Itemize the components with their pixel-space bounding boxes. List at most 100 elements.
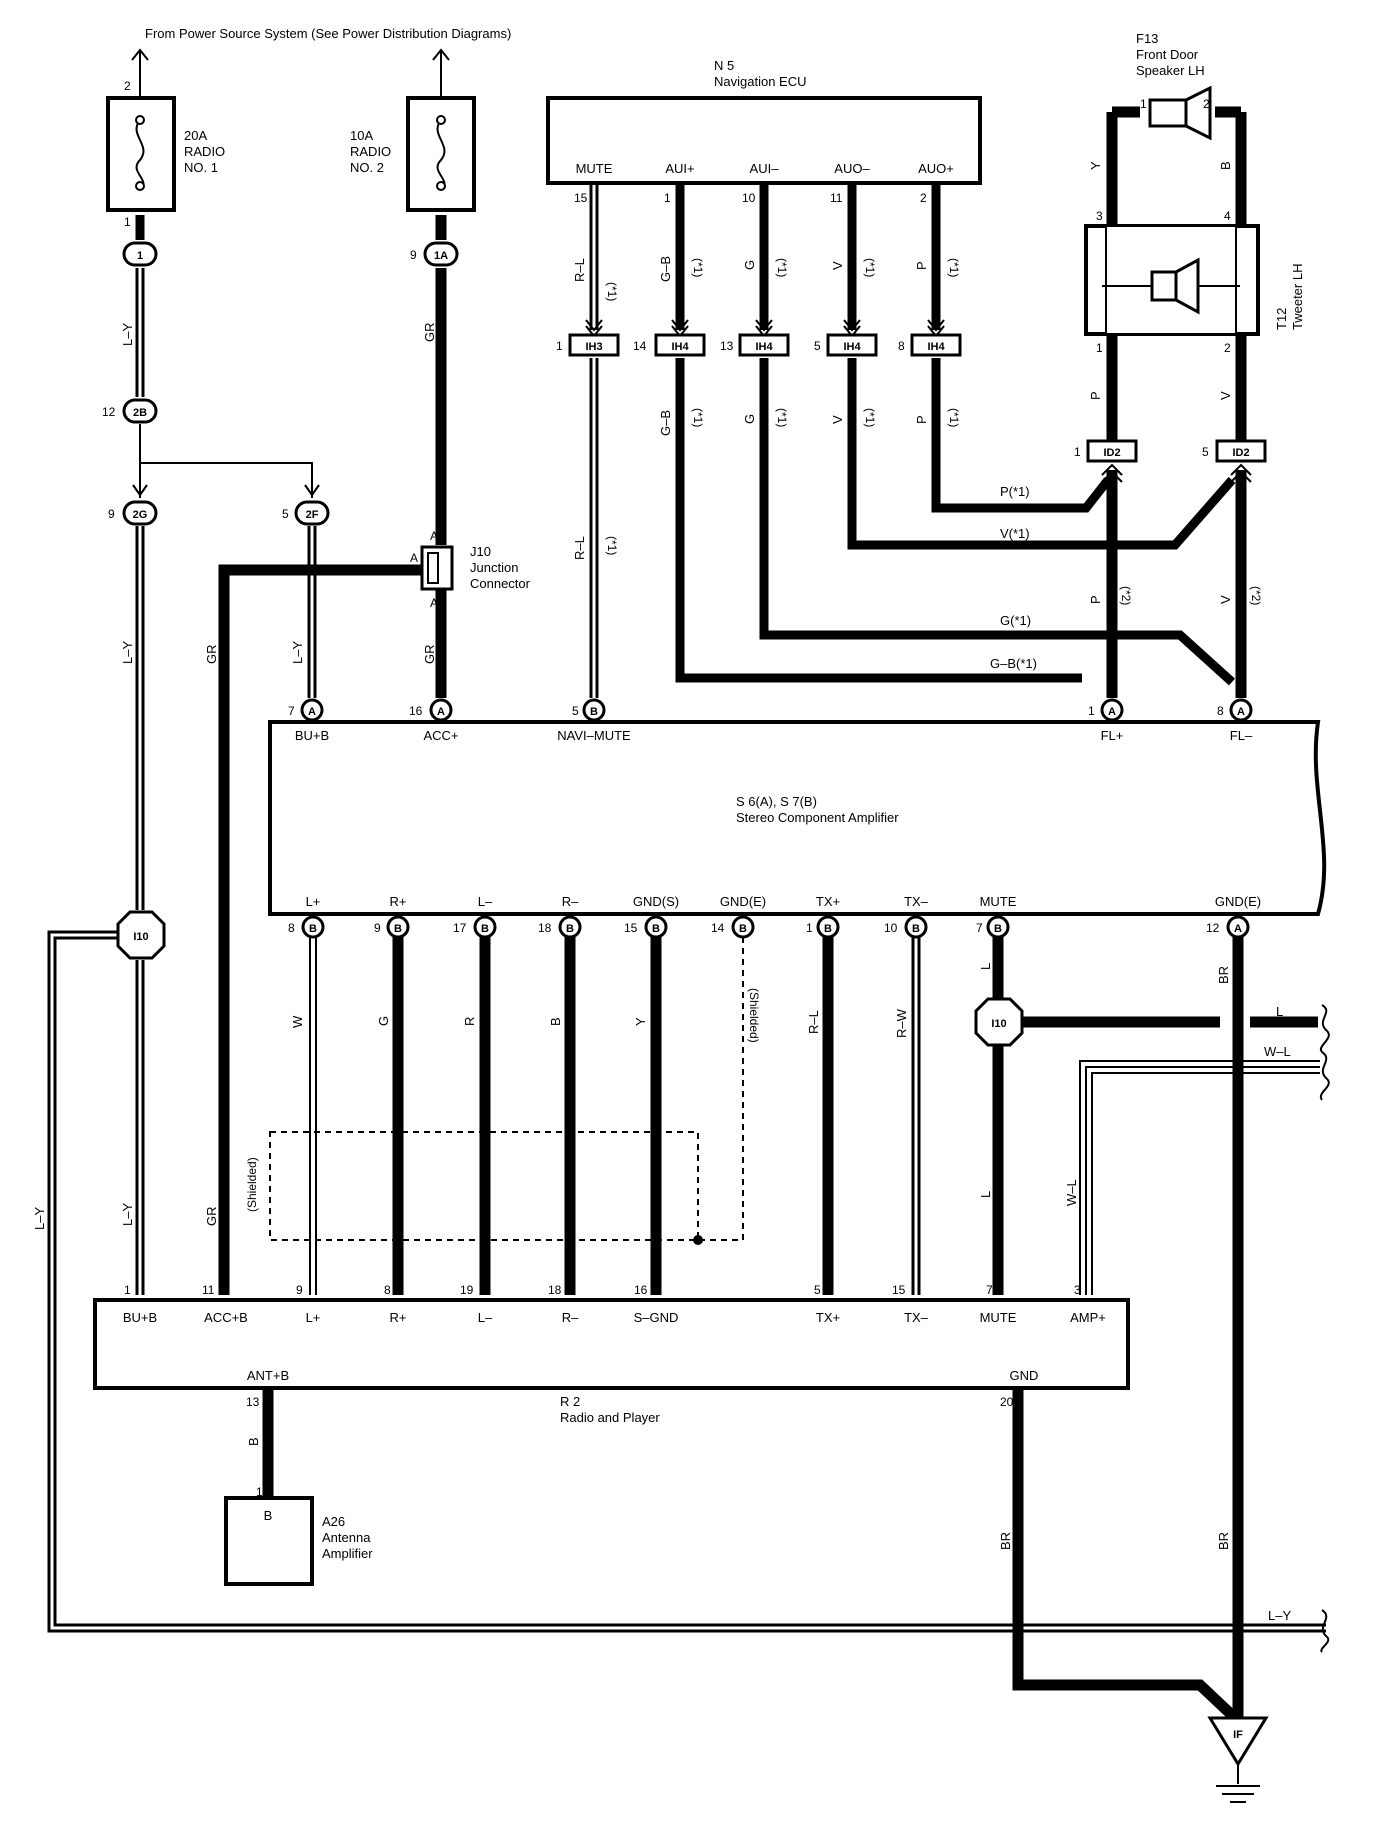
svg-text:B: B bbox=[824, 923, 832, 935]
svg-text:GR: GR bbox=[422, 323, 437, 343]
svg-text:L–: L– bbox=[478, 894, 493, 909]
svg-text:8: 8 bbox=[288, 921, 295, 935]
terminal-r-minus: B 18 bbox=[538, 915, 582, 939]
svg-text:1: 1 bbox=[137, 250, 143, 262]
svg-text:GND(S): GND(S) bbox=[633, 894, 679, 909]
svg-text:ACC+: ACC+ bbox=[423, 728, 458, 743]
svg-text:R 2: R 2 bbox=[560, 1394, 580, 1409]
svg-text:I10: I10 bbox=[991, 1018, 1006, 1030]
svg-text:G: G bbox=[742, 414, 757, 424]
fuse2-line3: NO. 2 bbox=[350, 160, 384, 175]
fuse2-line2: RADIO bbox=[350, 144, 391, 159]
svg-text:A: A bbox=[1237, 706, 1245, 718]
terminal-fl-minus: A8 bbox=[1217, 698, 1253, 722]
svg-text:Amplifier: Amplifier bbox=[322, 1546, 373, 1561]
svg-text:B: B bbox=[1218, 161, 1233, 170]
svg-text:NAVI–MUTE: NAVI–MUTE bbox=[557, 728, 631, 743]
svg-text:B: B bbox=[912, 923, 920, 935]
svg-text:GR: GR bbox=[204, 1207, 219, 1227]
wires bbox=[47, 48, 1326, 1723]
svg-text:A: A bbox=[308, 706, 316, 718]
svg-text:V: V bbox=[830, 415, 845, 424]
svg-text:12: 12 bbox=[1206, 921, 1220, 935]
svg-text:B: B bbox=[994, 923, 1002, 935]
stereo-component-amplifier: S 6(A), S 7(B) Stereo Component Amplifie… bbox=[268, 720, 1327, 916]
svg-text:FL–: FL– bbox=[1230, 728, 1253, 743]
junction-i10-right: I10 bbox=[974, 997, 1024, 1047]
svg-text:R+: R+ bbox=[390, 894, 407, 909]
svg-text:IF: IF bbox=[1233, 1729, 1243, 1741]
svg-text:AMP+: AMP+ bbox=[1070, 1310, 1106, 1325]
connector-1a: 1A9 bbox=[410, 241, 459, 267]
svg-text:Tweeter LH: Tweeter LH bbox=[1290, 264, 1305, 330]
svg-text:18: 18 bbox=[538, 921, 552, 935]
svg-text:1: 1 bbox=[1074, 445, 1081, 459]
svg-text:1: 1 bbox=[256, 1485, 263, 1499]
svg-text:L–Y: L–Y bbox=[120, 641, 135, 664]
fuse1-pin-in: 2 bbox=[124, 79, 131, 93]
svg-text:L–Y: L–Y bbox=[290, 641, 305, 664]
svg-text:FL+: FL+ bbox=[1101, 728, 1124, 743]
svg-text:A: A bbox=[437, 706, 445, 718]
svg-text:P: P bbox=[1088, 595, 1103, 604]
svg-text:W: W bbox=[290, 1015, 305, 1028]
svg-text:Stereo Component Amplifier: Stereo Component Amplifier bbox=[736, 810, 899, 825]
svg-text:V: V bbox=[830, 261, 845, 270]
fuse1-line1: 20A bbox=[184, 128, 207, 143]
svg-text:A: A bbox=[1108, 706, 1116, 718]
svg-text:BU+B: BU+B bbox=[123, 1310, 157, 1325]
svg-text:B: B bbox=[566, 923, 574, 935]
svg-text:1: 1 bbox=[1096, 341, 1103, 355]
svg-text:3: 3 bbox=[1074, 1283, 1081, 1297]
svg-text:GND(E): GND(E) bbox=[720, 894, 766, 909]
tweeter-lh: 3 4 1 2 T12 Tweeter LH bbox=[1084, 209, 1305, 355]
svg-text:(Shielded): (Shielded) bbox=[747, 988, 761, 1043]
svg-text:14: 14 bbox=[711, 921, 725, 935]
svg-text:TX–: TX– bbox=[904, 1310, 929, 1325]
svg-text:B: B bbox=[309, 923, 317, 935]
svg-text:A: A bbox=[1234, 923, 1242, 935]
svg-text:MUTE: MUTE bbox=[980, 1310, 1017, 1325]
svg-text:5: 5 bbox=[814, 339, 821, 353]
svg-text:(*2): (*2) bbox=[1119, 586, 1133, 605]
svg-text:Connector: Connector bbox=[470, 576, 531, 591]
svg-text:Y: Y bbox=[633, 1017, 648, 1026]
terminal-fl-plus: A1 bbox=[1088, 698, 1124, 722]
svg-text:L+: L+ bbox=[306, 1310, 321, 1325]
svg-text:(*2): (*2) bbox=[1249, 586, 1263, 605]
svg-text:Radio and Player: Radio and Player bbox=[560, 1410, 660, 1425]
svg-text:7: 7 bbox=[288, 704, 295, 718]
offpage-break-symbols bbox=[1319, 1004, 1330, 1653]
svg-text:G(*1): G(*1) bbox=[1000, 613, 1031, 628]
svg-text:I10: I10 bbox=[133, 931, 148, 943]
svg-text:2F: 2F bbox=[306, 509, 319, 521]
svg-text:(*1): (*1) bbox=[775, 408, 789, 427]
svg-text:5: 5 bbox=[572, 704, 579, 718]
svg-text:AUO–: AUO– bbox=[834, 161, 870, 176]
svg-text:16: 16 bbox=[409, 704, 423, 718]
svg-text:R–: R– bbox=[562, 894, 579, 909]
svg-text:(Shielded): (Shielded) bbox=[245, 1157, 259, 1212]
svg-text:S 6(A), S 7(B): S 6(A), S 7(B) bbox=[736, 794, 817, 809]
svg-text:IH4: IH4 bbox=[843, 341, 861, 353]
svg-text:F13: F13 bbox=[1136, 31, 1158, 46]
svg-text:L–Y: L–Y bbox=[120, 323, 135, 346]
svg-text:13: 13 bbox=[246, 1395, 260, 1409]
terminal-acc: A 16 bbox=[409, 698, 453, 722]
svg-text:(*1): (*1) bbox=[605, 282, 619, 301]
svg-text:L–Y: L–Y bbox=[1268, 1608, 1291, 1623]
terminal-mute: B7 bbox=[976, 915, 1010, 939]
svg-text:9: 9 bbox=[410, 248, 417, 262]
svg-text:P: P bbox=[914, 261, 929, 270]
svg-text:L–Y: L–Y bbox=[120, 1203, 135, 1226]
fuse-radio-no2: 10A RADIO NO. 2 bbox=[350, 96, 476, 212]
connector-2f: 2F5 bbox=[282, 500, 330, 526]
svg-text:V(*1): V(*1) bbox=[1000, 526, 1030, 541]
svg-text:AUI–: AUI– bbox=[750, 161, 780, 176]
svg-text:3: 3 bbox=[1096, 209, 1103, 223]
svg-text:1: 1 bbox=[664, 191, 671, 205]
